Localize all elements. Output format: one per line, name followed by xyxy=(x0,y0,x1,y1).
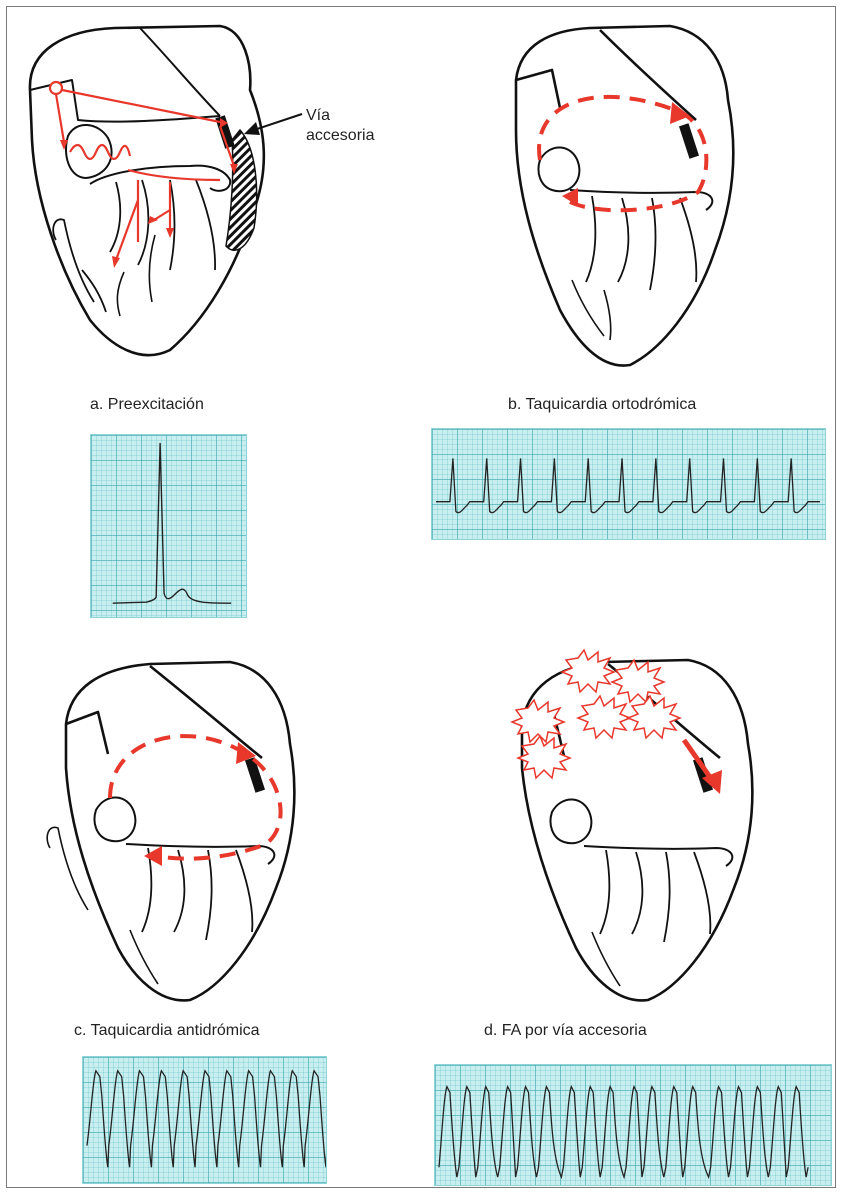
caption-preexcitation: a. Preexcitación xyxy=(90,396,204,414)
accessory-pointer-arrow xyxy=(240,110,310,140)
accessory-label-line1: Vía xyxy=(306,106,374,126)
heart-diagram-preexcitation xyxy=(20,20,380,380)
ecg-strip-orthodromic xyxy=(431,428,826,540)
caption-orthodromic: b. Taquicardia ortodrómica xyxy=(508,396,696,414)
accessory-pathway-label: Vía accesoria xyxy=(306,106,374,146)
ecg-strip-preexcitation xyxy=(90,434,247,618)
caption-af-accessory: d. FA por vía accesoria xyxy=(484,1022,647,1040)
ecg-strip-antidromic xyxy=(82,1056,327,1184)
ecg-trace-af xyxy=(435,1065,831,1185)
heart-diagram-orthodromic xyxy=(500,20,760,380)
heart-diagram-antidromic xyxy=(30,648,320,1018)
ecg-strip-af xyxy=(434,1064,832,1186)
ecg-trace-antidromic xyxy=(83,1057,326,1183)
ecg-trace-orthodromic xyxy=(432,429,825,539)
accessory-label-line2: accesoria xyxy=(306,126,374,146)
caption-antidromic: c. Taquicardia antidrómica xyxy=(74,1022,260,1040)
heart-diagram-af-accessory xyxy=(508,648,778,1018)
